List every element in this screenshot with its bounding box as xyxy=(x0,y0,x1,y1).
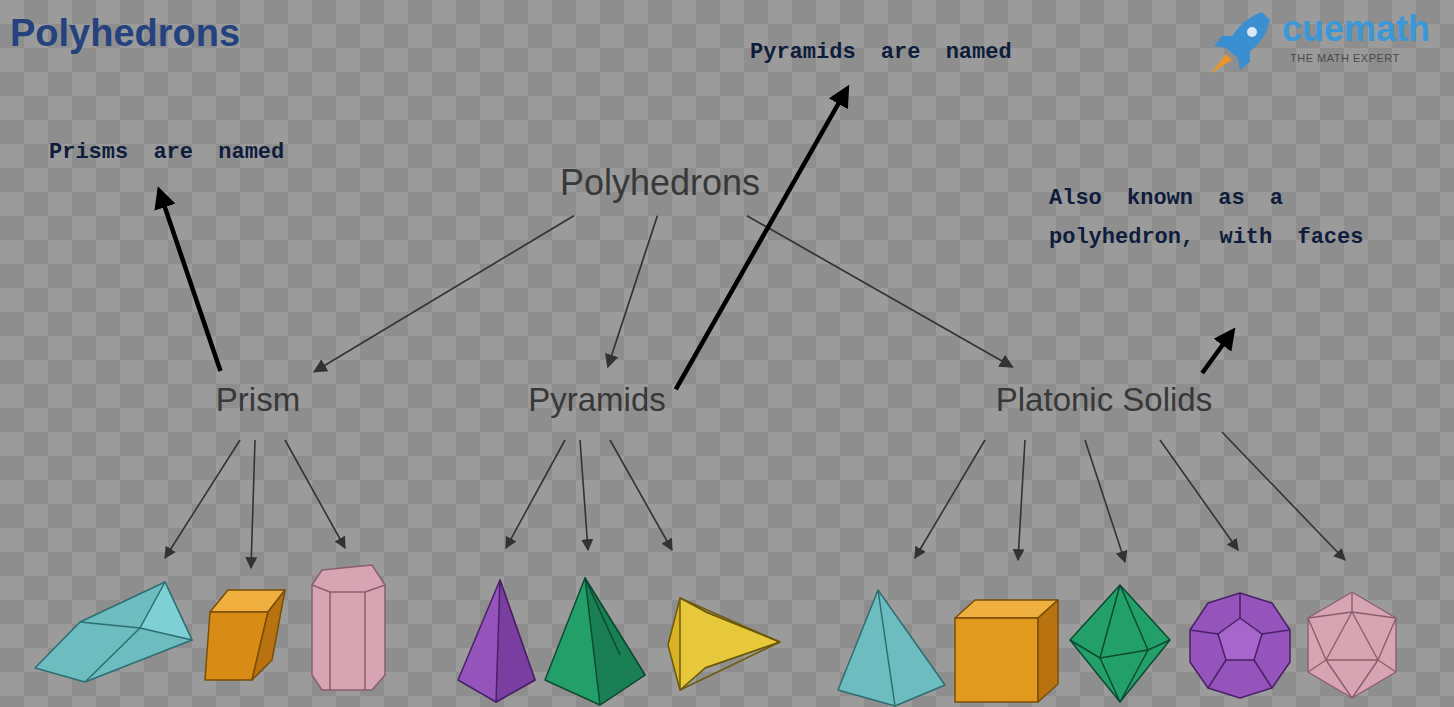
callout-arrow xyxy=(159,191,220,372)
logo-tagline: THE MATH EXPERT xyxy=(1290,52,1400,64)
branch-arrow xyxy=(314,216,574,372)
category-node: Pyramids xyxy=(524,377,670,423)
note-node: Also known as a polyhedron, with faces xyxy=(1045,176,1430,261)
callout-arrow xyxy=(1202,331,1233,373)
note-text: Also known as a polyhedron, with faces xyxy=(1049,180,1426,257)
rocket-icon xyxy=(1210,12,1270,74)
category-label: Polyhedrons xyxy=(560,162,760,203)
logo-text: cuemath xyxy=(1282,8,1430,50)
category-label: Pyramids xyxy=(528,381,666,419)
leader-lines xyxy=(165,432,1345,568)
category-node: Platonic Solids xyxy=(992,377,1216,423)
note-text: Pyramids are named xyxy=(750,34,1012,73)
note-text: Prisms are named xyxy=(49,134,284,173)
category-node: Polyhedrons xyxy=(556,158,764,207)
note-node: Pyramids are named xyxy=(746,30,1016,77)
category-node: Prism xyxy=(212,377,304,423)
note-node: Prisms are named xyxy=(45,130,288,177)
branch-arrow xyxy=(608,216,658,367)
category-label: Platonic Solids xyxy=(996,381,1212,419)
callout-arrow xyxy=(676,89,847,390)
solids xyxy=(35,565,1396,706)
branch-arrow xyxy=(747,216,1013,367)
page-title: Polyhedrons xyxy=(10,12,240,55)
category-label: Prism xyxy=(216,381,300,419)
